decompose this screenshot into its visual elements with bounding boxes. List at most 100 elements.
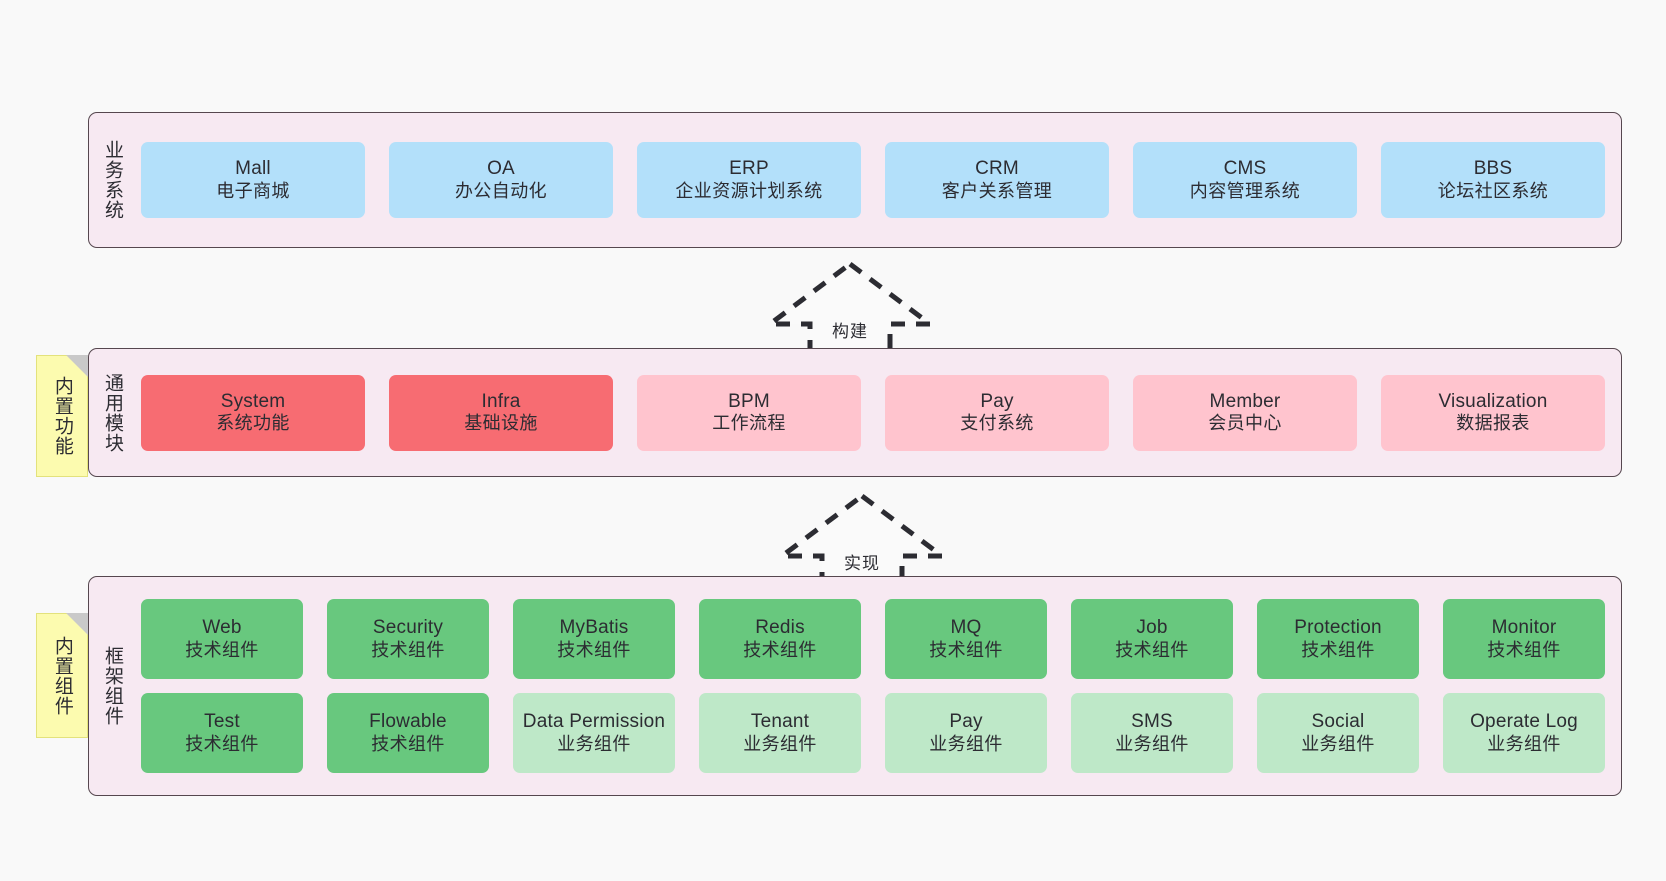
tag-builtin-function: 内置功能	[36, 355, 88, 477]
node-cms[interactable]: CMS 内容管理系统	[1133, 142, 1357, 218]
node-visualization[interactable]: Visualization 数据报表	[1381, 374, 1605, 451]
node-pay-business[interactable]: Pay 业务组件	[885, 693, 1047, 773]
node-oa[interactable]: OA 办公自动化	[389, 142, 613, 218]
node-title-cn: 基础设施	[464, 413, 538, 434]
node-redis[interactable]: Redis 技术组件	[699, 599, 861, 679]
node-title-cn: 论坛社区系统	[1437, 180, 1549, 201]
node-job[interactable]: Job 技术组件	[1071, 599, 1233, 679]
node-title-cn: 会员中心	[1208, 413, 1282, 434]
node-monitor[interactable]: Monitor 技术组件	[1443, 599, 1605, 679]
node-security[interactable]: Security 技术组件	[327, 599, 489, 679]
node-protection[interactable]: Protection 技术组件	[1257, 599, 1419, 679]
node-tenant[interactable]: Tenant 业务组件	[699, 693, 861, 773]
node-title-en: Operate Log	[1470, 711, 1578, 733]
node-test[interactable]: Test 技术组件	[141, 693, 303, 773]
node-system[interactable]: System 系统功能	[141, 374, 365, 451]
layer-body-framework-component: Web 技术组件 Security 技术组件 MyBatis 技术组件 Redi…	[135, 577, 1621, 795]
node-title-cn: 技术组件	[557, 639, 631, 660]
connector-build: 构建	[760, 258, 940, 358]
node-title-cn: 内容管理系统	[1189, 180, 1301, 201]
node-title-en: Data Permission	[522, 711, 666, 733]
node-title-cn: 客户关系管理	[941, 180, 1053, 201]
node-title-cn: 支付系统	[960, 413, 1034, 434]
node-sms[interactable]: SMS 业务组件	[1071, 693, 1233, 773]
node-title-cn: 业务组件	[1115, 733, 1189, 754]
node-title-en: CRM	[975, 158, 1019, 180]
node-title-en: Pay	[949, 711, 983, 733]
layer-title-business-system: 业务系统	[102, 140, 124, 220]
node-title-en: Protection	[1294, 617, 1382, 639]
node-title-en: Infra	[481, 390, 521, 412]
node-title-cn: 系统功能	[216, 413, 290, 434]
node-data-permission[interactable]: Data Permission 业务组件	[513, 693, 675, 773]
node-flowable[interactable]: Flowable 技术组件	[327, 693, 489, 773]
node-title-en: Mall	[235, 158, 271, 180]
node-title-en: System	[220, 390, 286, 412]
node-title-en: Flowable	[369, 711, 447, 733]
layer-row: System 系统功能 Infra 基础设施 BPM 工作流程 Pay 支付系统…	[141, 374, 1605, 451]
node-title-cn: 技术组件	[1115, 639, 1189, 660]
layer-title-common-module: 通用模块	[102, 372, 124, 453]
node-title-cn: 业务组件	[1487, 733, 1561, 754]
node-infra[interactable]: Infra 基础设施	[389, 374, 613, 451]
node-title-en: Test	[204, 711, 240, 733]
node-social[interactable]: Social 业务组件	[1257, 693, 1419, 773]
node-title-en: Security	[372, 617, 444, 639]
node-mall[interactable]: Mall 电子商城	[141, 142, 365, 218]
node-web[interactable]: Web 技术组件	[141, 599, 303, 679]
node-title-en: SMS	[1131, 711, 1173, 733]
tag-label: 内置组件	[51, 635, 73, 716]
node-erp[interactable]: ERP 企业资源计划系统	[637, 142, 861, 218]
node-title-cn: 工作流程	[712, 413, 786, 434]
layer-row: Test 技术组件 Flowable 技术组件 Data Permission …	[141, 693, 1605, 773]
node-title-en: Visualization	[1438, 390, 1548, 412]
node-bbs[interactable]: BBS 论坛社区系统	[1381, 142, 1605, 218]
node-title-en: BBS	[1473, 158, 1513, 180]
node-crm[interactable]: CRM 客户关系管理	[885, 142, 1109, 218]
node-title-cn: 技术组件	[743, 639, 817, 660]
tag-builtin-component: 内置组件	[36, 613, 88, 738]
layer-title-framework-component: 框架组件	[102, 646, 124, 726]
layer-common-module: 通用模块 System 系统功能 Infra 基础设施 BPM 工作流程 Pay…	[88, 348, 1622, 477]
node-title-cn: 技术组件	[929, 639, 1003, 660]
node-title-en: OA	[487, 158, 515, 180]
node-title-en: Job	[1136, 617, 1168, 639]
node-member[interactable]: Member 会员中心	[1133, 374, 1357, 451]
node-title-en: Social	[1311, 711, 1365, 733]
node-title-cn: 业务组件	[929, 733, 1003, 754]
connector-implement: 实现	[772, 490, 952, 590]
node-title-cn: 技术组件	[185, 733, 259, 754]
node-title-en: MyBatis	[559, 617, 629, 639]
connector-label-implement: 实现	[844, 554, 880, 573]
node-title-cn: 技术组件	[1487, 639, 1561, 660]
node-mybatis[interactable]: MyBatis 技术组件	[513, 599, 675, 679]
node-title-cn: 数据报表	[1456, 413, 1530, 434]
node-title-cn: 业务组件	[557, 733, 631, 754]
layer-body-common-module: System 系统功能 Infra 基础设施 BPM 工作流程 Pay 支付系统…	[135, 349, 1621, 476]
node-operate-log[interactable]: Operate Log 业务组件	[1443, 693, 1605, 773]
node-pay[interactable]: Pay 支付系统	[885, 374, 1109, 451]
node-title-en: Redis	[755, 617, 805, 639]
node-title-en: Tenant	[750, 711, 810, 733]
node-title-en: Member	[1209, 390, 1281, 412]
node-title-en: CMS	[1223, 158, 1267, 180]
node-title-en: BPM	[728, 390, 770, 412]
node-bpm[interactable]: BPM 工作流程	[637, 374, 861, 451]
layer-framework-component: 框架组件 Web 技术组件 Security 技术组件 MyBatis 技术组件…	[88, 576, 1622, 796]
connector-label-build: 构建	[832, 322, 868, 341]
layer-body-business-system: Mall 电子商城 OA 办公自动化 ERP 企业资源计划系统 CRM 客户关系…	[135, 113, 1621, 247]
node-title-en: Monitor	[1491, 617, 1557, 639]
layer-row: Mall 电子商城 OA 办公自动化 ERP 企业资源计划系统 CRM 客户关系…	[141, 142, 1605, 218]
node-title-cn: 技术组件	[371, 733, 445, 754]
node-title-en: ERP	[729, 158, 769, 180]
node-title-en: Pay	[980, 390, 1014, 412]
node-title-en: Web	[202, 617, 242, 639]
node-title-cn: 企业资源计划系统	[675, 180, 823, 201]
layer-row: Web 技术组件 Security 技术组件 MyBatis 技术组件 Redi…	[141, 599, 1605, 679]
layer-business-system: 业务系统 Mall 电子商城 OA 办公自动化 ERP 企业资源计划系统 CRM…	[88, 112, 1622, 248]
node-title-cn: 技术组件	[1301, 639, 1375, 660]
node-mq[interactable]: MQ 技术组件	[885, 599, 1047, 679]
node-title-cn: 技术组件	[185, 639, 259, 660]
node-title-en: MQ	[950, 617, 982, 639]
